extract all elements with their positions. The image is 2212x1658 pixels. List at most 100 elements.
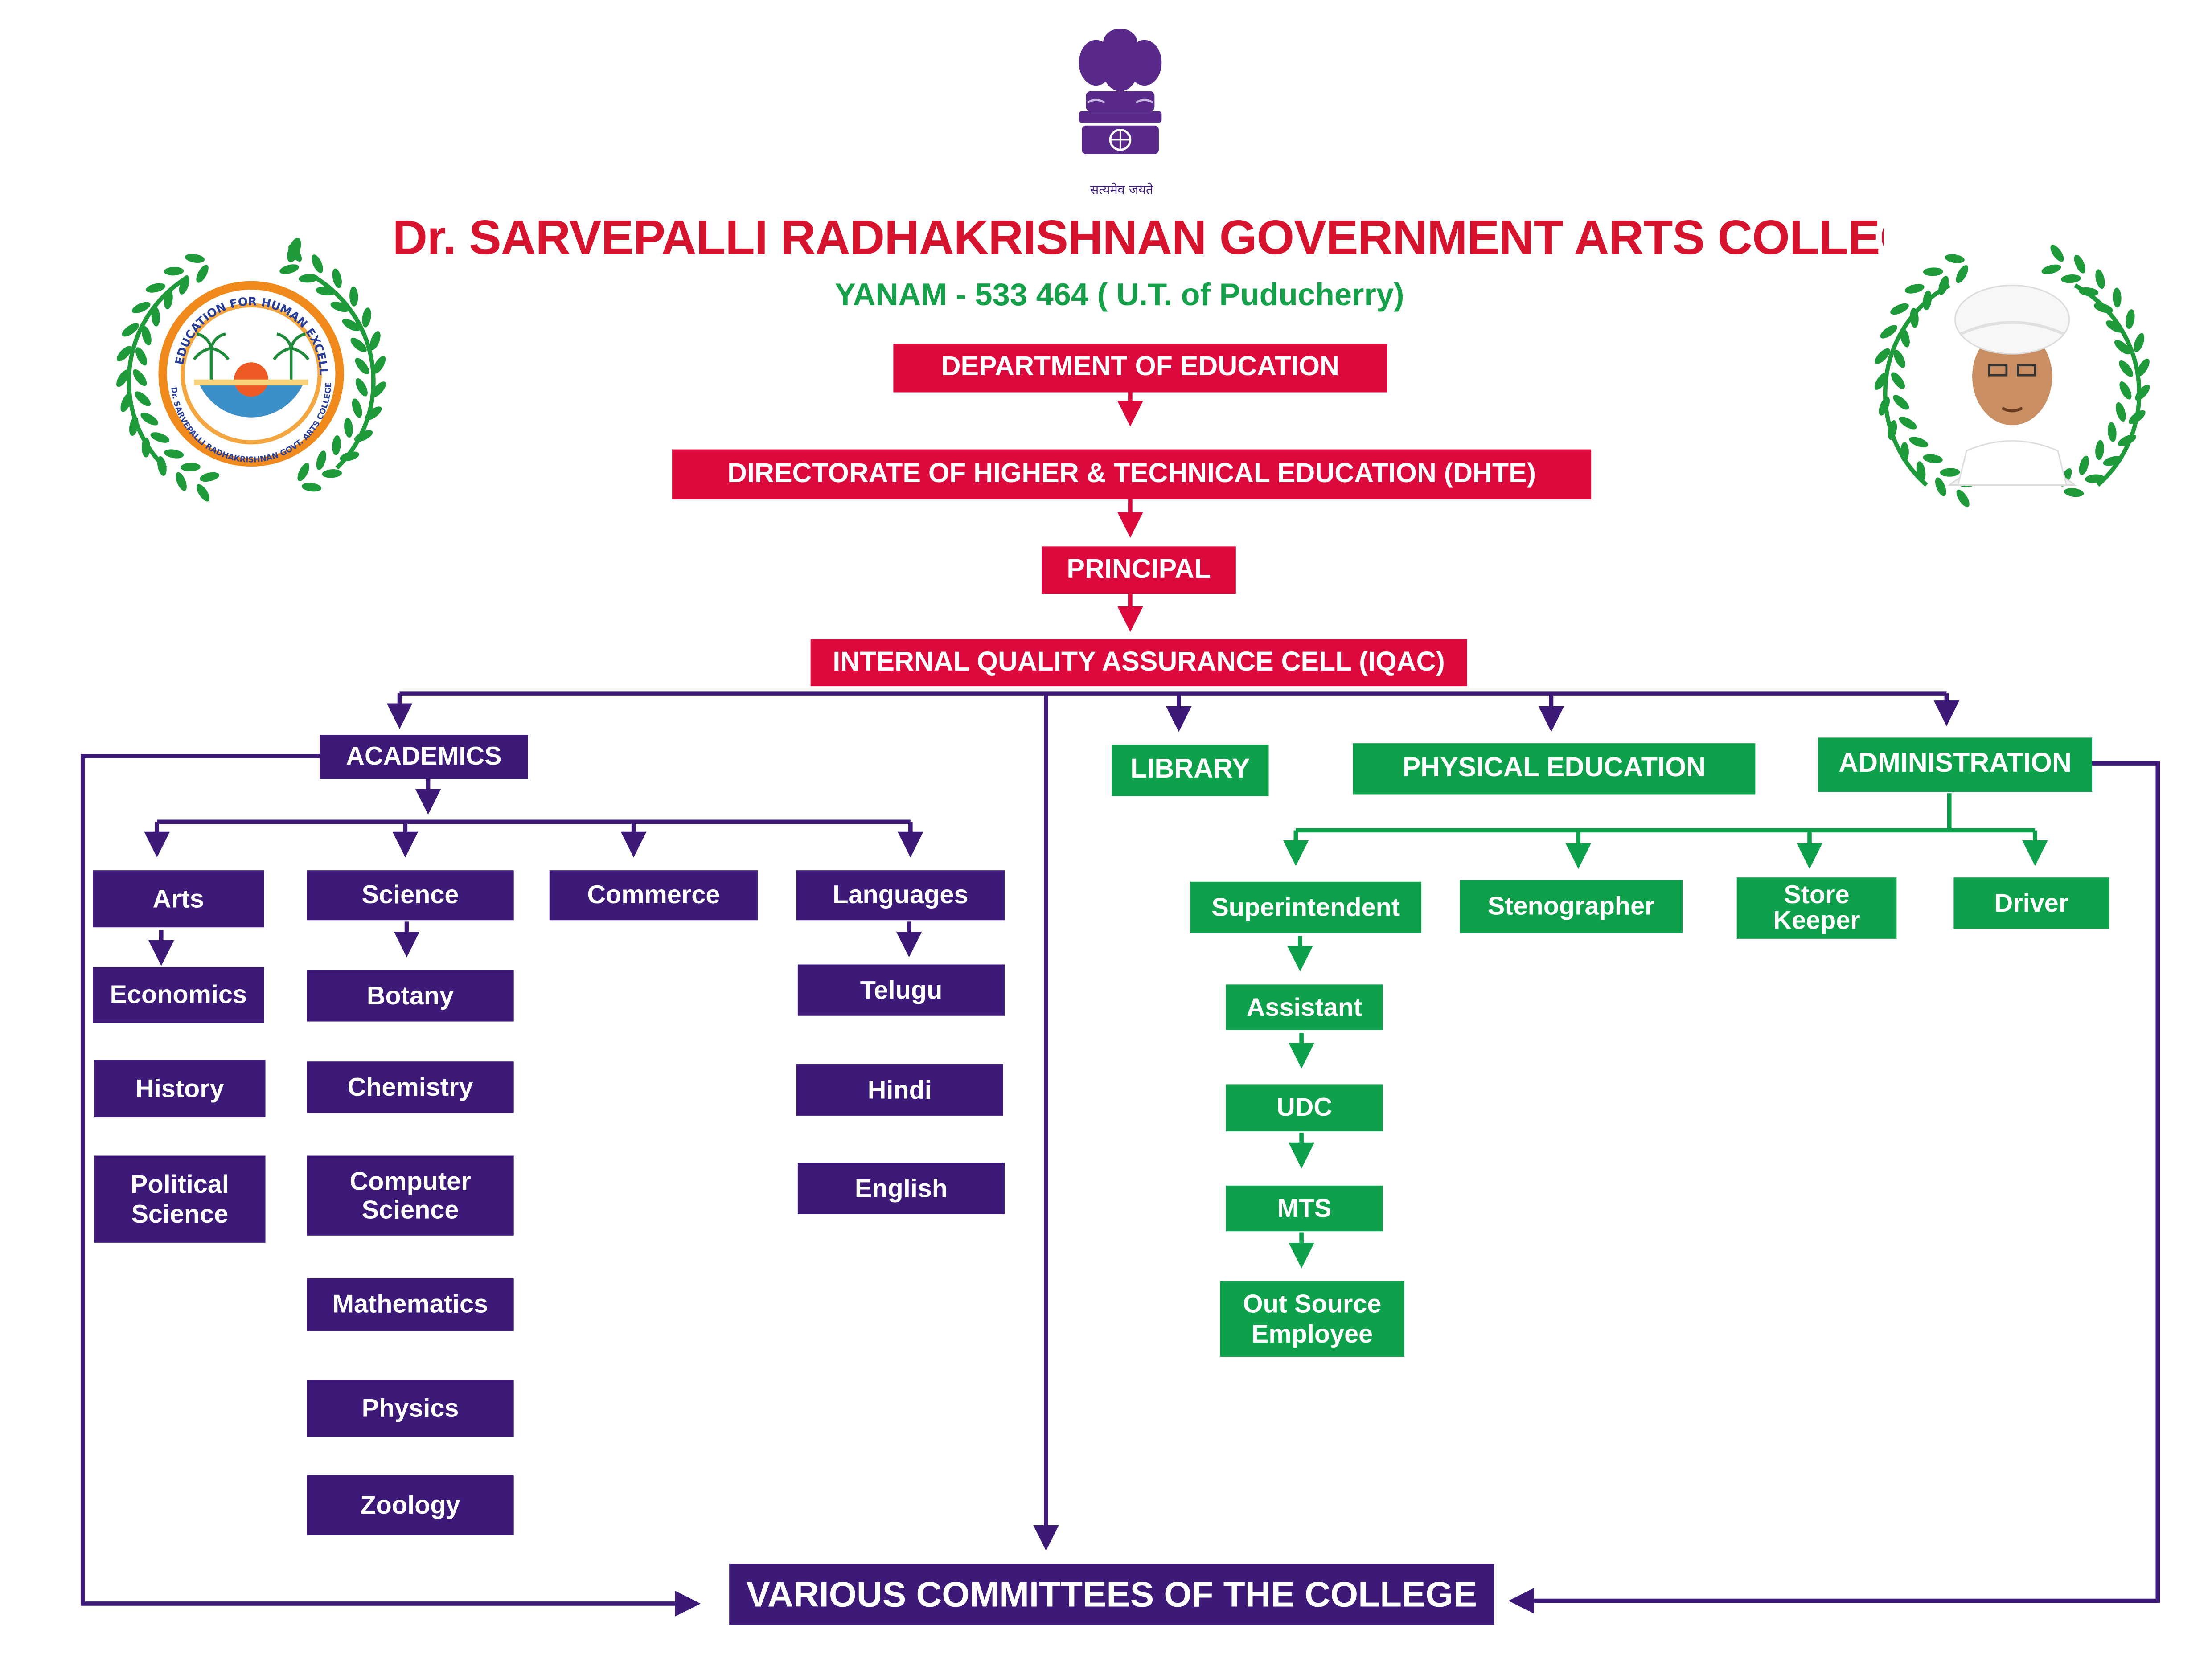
laurel-leaf — [1893, 395, 1909, 410]
laurel-leaf — [316, 287, 336, 296]
laurel-leaf — [355, 358, 369, 375]
laurel-leaf — [135, 391, 151, 406]
laurel-leaf — [1893, 349, 1905, 368]
laurel-leaf — [1900, 328, 1910, 348]
laurel-leaf — [371, 381, 386, 397]
laurel-leaf — [122, 323, 139, 337]
laurel-leaf — [197, 484, 210, 502]
laurel-leaf — [2093, 303, 2113, 313]
laurel-leaf — [322, 469, 342, 478]
laurel-leaf — [135, 347, 148, 366]
laurel-leaf — [129, 416, 139, 436]
laurel-leaf — [2078, 287, 2099, 296]
stenographer-box: Stenographer — [1460, 880, 1683, 933]
store-keeper-box: Store Keeper — [1736, 877, 1897, 939]
laurel-leaf — [200, 472, 219, 482]
laurel-leaf — [179, 275, 189, 295]
laurel-leaf — [141, 437, 151, 458]
laurel-leaf — [1956, 489, 1970, 507]
subject-hindi: Hindi — [796, 1064, 1003, 1116]
subject-computer-science: Computer Science — [307, 1155, 514, 1236]
college-seal-icon: EDUCATION FOR HUMAN EXCELLENCE Dr. SARVE… — [108, 225, 386, 502]
administration-box: ADMINISTRATION — [1818, 737, 2092, 792]
laurel-leaf — [151, 306, 160, 327]
laurel-leaf — [1874, 373, 1888, 390]
laurel-leaf — [146, 283, 166, 293]
laurel-leaf — [2050, 245, 2064, 262]
laurel-leaf — [176, 472, 187, 491]
laurel-leaf — [164, 289, 173, 310]
laurel-leaf — [332, 435, 341, 455]
assistant-box: Assistant — [1226, 984, 1383, 1030]
laurel-leaf — [1904, 284, 1925, 294]
laurel-leaf — [312, 254, 323, 273]
laurel-leaf — [164, 449, 184, 459]
ashoka-lion-capital-icon — [1079, 29, 1162, 154]
laurel-leaf — [1891, 372, 1905, 389]
laurel-leaf — [2079, 455, 2089, 475]
subject-political-science: Political Science — [94, 1155, 266, 1243]
laurel-leaf — [2116, 402, 2126, 422]
laurel-leaf — [342, 319, 361, 332]
laurel-leaf — [332, 268, 342, 288]
laurel-leaf — [2095, 440, 2104, 460]
laurel-leaf — [373, 356, 386, 374]
laurel-leaf — [316, 450, 326, 470]
laurel-leaf — [133, 369, 147, 386]
laurel-leaf — [2085, 474, 2105, 483]
laurel-leaf — [352, 398, 362, 418]
laurel-leaf — [1916, 461, 1926, 481]
laurel-leaf — [1890, 303, 1909, 315]
laurel-leaf — [2041, 264, 2061, 274]
laurel-leaf — [1938, 276, 1949, 295]
laurel-leaf — [131, 302, 151, 313]
laurel-leaf — [2061, 274, 2081, 283]
laurel-leaf — [2114, 340, 2131, 355]
subject-physics: Physics — [307, 1380, 514, 1437]
subject-english: English — [797, 1163, 1005, 1214]
driver-box: Driver — [1953, 877, 2109, 929]
laurel-leaf — [150, 432, 170, 443]
emblem-motto: सत्यमेव जयते — [1090, 184, 1153, 199]
commerce-box: Commerce — [549, 870, 758, 921]
department-box: DEPARTMENT OF EDUCATION — [893, 344, 1387, 393]
laurel-leaf — [2103, 456, 2123, 466]
laurel-leaf — [354, 430, 373, 442]
directorate-box: DIRECTORATE OF HIGHER & TECHNICAL EDUCAT… — [672, 449, 1592, 499]
laurel-leaf — [2118, 434, 2137, 446]
laurel-leaf — [2107, 422, 2117, 442]
radhakrishnan-portrait-icon — [1874, 245, 2150, 507]
page-subtitle: YANAM - 533 464 ( U.T. of Puducherry) — [835, 277, 1404, 313]
laurel-leaf — [1923, 267, 1943, 276]
laurel-leaf — [157, 456, 167, 476]
laurel-leaf — [2126, 309, 2135, 329]
library-box: LIBRARY — [1112, 745, 1269, 796]
laurel-leaf — [288, 244, 302, 262]
laurel-leaf — [181, 463, 201, 471]
subject-mathematics: Mathematics — [307, 1278, 514, 1331]
science-box: Science — [307, 870, 514, 921]
laurel-leaf — [185, 254, 205, 263]
laurel-leaf — [2105, 320, 2124, 333]
laurel-leaf — [298, 274, 319, 283]
page-title: Dr. SARVEPALLI RADHAKRISHNAN GOVERNMENT … — [392, 211, 1884, 266]
laurel-leaf — [344, 418, 353, 438]
laurel-leaf — [2137, 358, 2150, 377]
laurel-leaf — [1945, 254, 1965, 263]
laurel-leaf — [116, 346, 132, 362]
committees-box: VARIOUS COMMITTEES OF THE COLLEGE — [729, 1564, 1494, 1625]
laurel-leaf — [196, 265, 209, 283]
laurel-leaf — [2134, 333, 2145, 352]
laurel-leaf — [1909, 437, 1929, 448]
laurel-leaf — [1900, 442, 1909, 462]
laurel-leaf — [120, 393, 131, 412]
subject-chemistry: Chemistry — [307, 1061, 514, 1113]
languages-box: Languages — [796, 870, 1005, 921]
out-source-employee-box: Out Source Employee — [1220, 1281, 1404, 1357]
laurel-leaf — [297, 463, 310, 481]
laurel-leaf — [2113, 287, 2122, 308]
laurel-leaf — [1880, 325, 1897, 339]
laurel-leaf — [2074, 254, 2086, 274]
laurel-leaf — [141, 326, 152, 346]
